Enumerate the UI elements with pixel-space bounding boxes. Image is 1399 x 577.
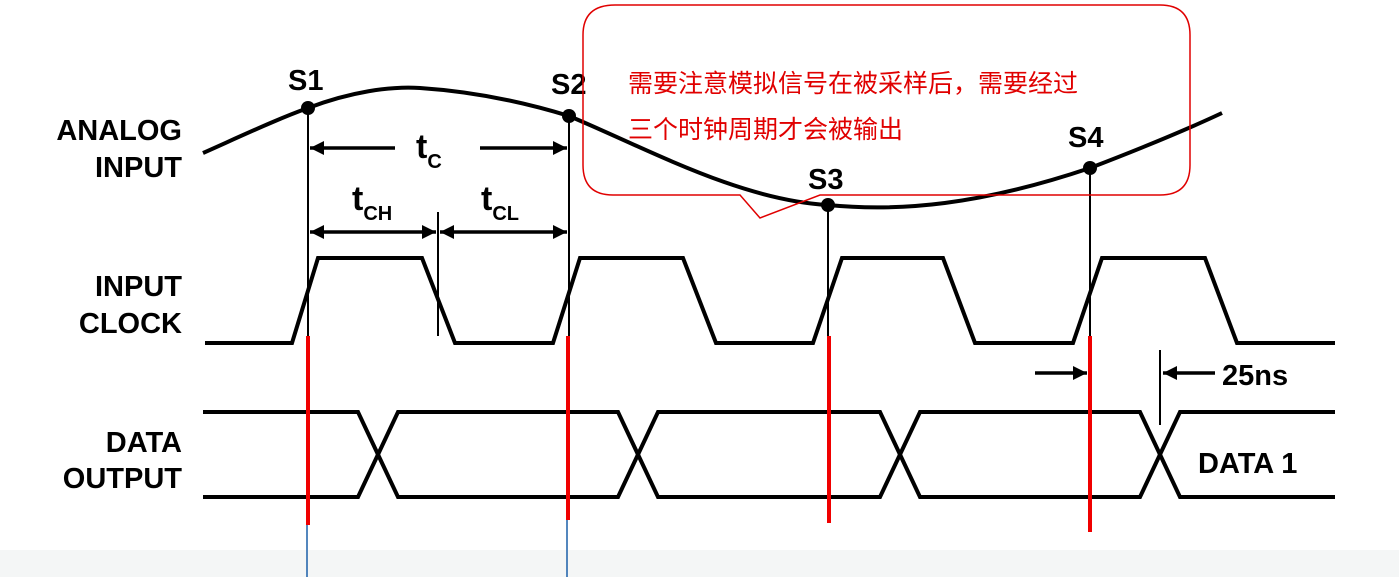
label-data: DATA bbox=[106, 427, 182, 459]
tc-label: tC bbox=[416, 128, 442, 173]
label-input: INPUT bbox=[95, 152, 182, 184]
sample-s3: S3 bbox=[808, 164, 843, 196]
red-markers bbox=[306, 336, 1092, 532]
label-output: OUTPUT bbox=[63, 463, 183, 495]
delay-label: 25ns bbox=[1222, 360, 1288, 392]
tch-label: tCH bbox=[352, 180, 392, 225]
data-waveform bbox=[203, 410, 1335, 499]
analog-waveform bbox=[202, 85, 1223, 210]
dimension-arrows bbox=[310, 141, 1215, 380]
label-analog: ANALOG bbox=[56, 115, 182, 147]
label-input-clock-1: INPUT bbox=[95, 271, 182, 303]
data1-label: DATA 1 bbox=[1198, 448, 1297, 480]
label-input-clock-2: CLOCK bbox=[79, 308, 182, 340]
annotation-line-1: 需要注意模拟信号在被采样后，需要经过 bbox=[628, 69, 1078, 98]
sample-s2: S2 bbox=[551, 69, 586, 101]
annotation-line-2: 三个时钟周期才会被输出 bbox=[628, 115, 903, 144]
sample-s4: S4 bbox=[1068, 122, 1103, 154]
sample-dots bbox=[301, 101, 1097, 212]
sample-lines bbox=[307, 108, 1161, 425]
tcl-label: tCL bbox=[481, 180, 519, 225]
bottom-band bbox=[0, 550, 1399, 577]
extension-lines bbox=[306, 520, 568, 577]
clock-waveform bbox=[205, 256, 1335, 345]
sample-s1: S1 bbox=[288, 65, 323, 97]
annotation-callout bbox=[582, 4, 1191, 219]
